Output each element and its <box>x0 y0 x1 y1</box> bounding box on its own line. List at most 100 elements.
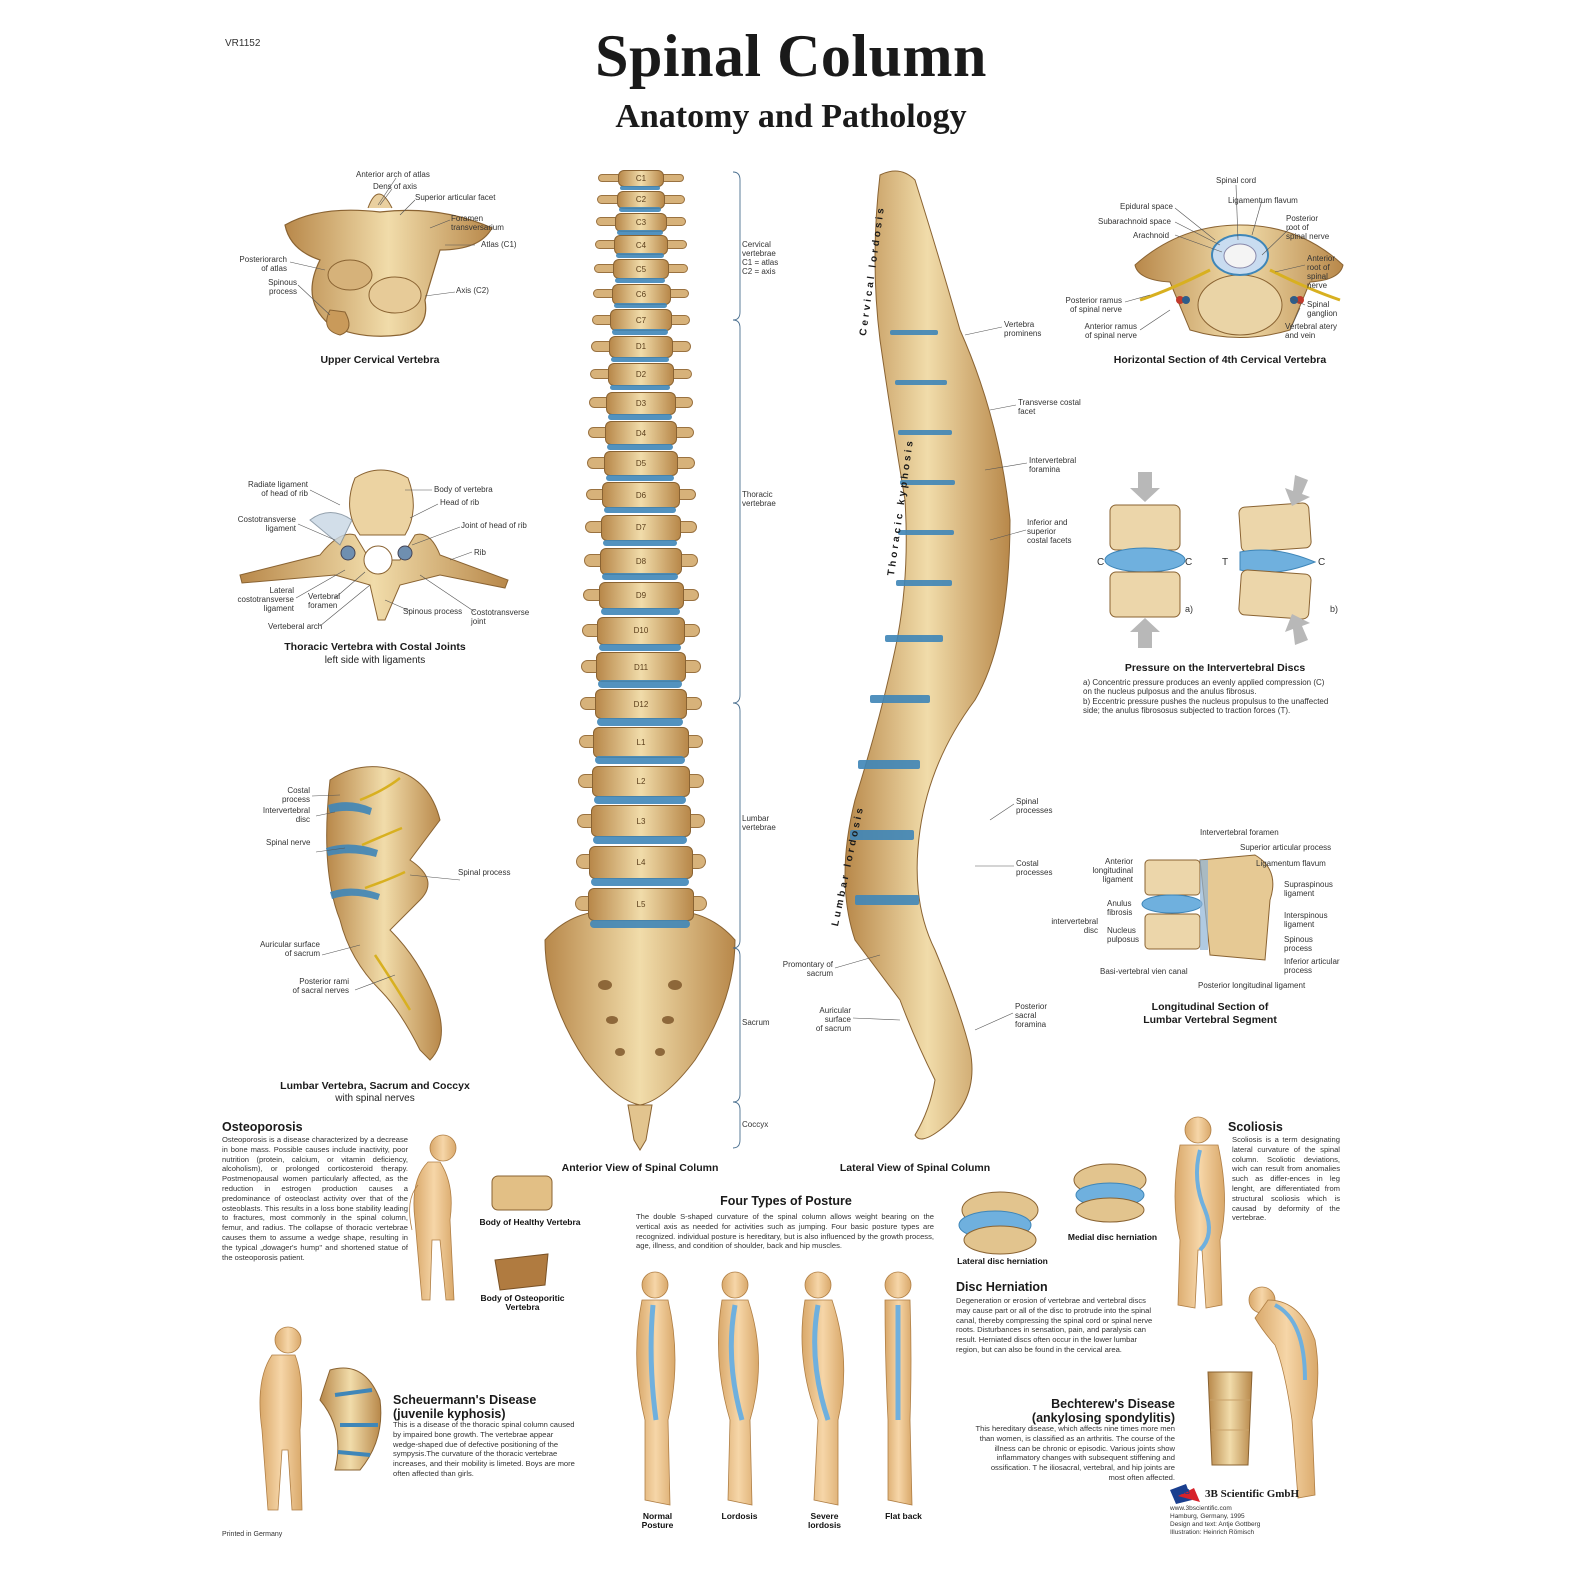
label-auricular-surface: Auricular surface of sacrum <box>259 940 320 958</box>
label-head-of-rib: Head of rib <box>440 498 480 507</box>
intervertebral-disc <box>620 185 660 191</box>
pressure-text-a: a) Concentric pressure produces an evenl… <box>1083 678 1325 696</box>
heading-bechterew: Bechterew's Disease (ankylosing spondyli… <box>1031 1397 1175 1425</box>
caption-lumbar-sacrum: Lumbar Vertebra, Sacrum and Coccyx <box>280 1080 470 1092</box>
scheuermann-figure <box>259 1326 303 1511</box>
label-foramen-transversarium: Foramen transversarium <box>451 214 504 232</box>
page-title: Spinal Column <box>595 23 987 89</box>
label-body-of-vertebra: Body of vertebra <box>434 485 493 494</box>
region-thoracic: Thoracic vertebrae <box>742 490 776 508</box>
vertebra-d2: D2 <box>607 363 675 387</box>
label-costotransverse-joint: Costotransverse joint <box>471 608 530 626</box>
vertebra-d1: D1 <box>608 335 674 359</box>
caption-upper-cervical: Upper Cervical Vertebra <box>320 354 440 366</box>
subcaption-thoracic-vertebra: left side with ligaments <box>324 655 426 666</box>
intervertebral-disc <box>595 756 685 765</box>
vertebra-c4: C4 <box>614 235 668 255</box>
caption-medial-disc-herniation: Medial disc herniation <box>1067 1232 1158 1242</box>
intervertebral-disc <box>612 329 668 335</box>
heading-scoliosis: Scoliosis <box>1228 1120 1283 1134</box>
text-posture: The double S-shaped curvature of the spi… <box>636 1212 934 1251</box>
caption-anterior-view: Anterior View of Spinal Column <box>561 1162 719 1174</box>
label-spinous-process-c: Spinous process <box>268 278 297 296</box>
text-scheuermann: This is a disease of the thoracic spinal… <box>393 1420 575 1478</box>
posture-normal: Normal Posture <box>641 1511 674 1530</box>
intervertebral-disc <box>601 573 679 581</box>
label-posterior-root: Posterior root of spinal nerve <box>1286 214 1330 241</box>
region-sacrum: Sacrum <box>742 1018 770 1027</box>
posture-lordosis: Lordosis <box>721 1511 758 1521</box>
label-radiate-ligament: Radiate ligament of head of rib <box>247 480 308 498</box>
label-subarachnoid-space: Subarachnoid space <box>1098 217 1171 226</box>
label-joint-head-of-rib: Joint of head of rib <box>461 521 527 530</box>
lateral-spine-illustration <box>844 170 1011 1140</box>
vertebra-l1: L1 <box>593 727 689 758</box>
label-supraspinous-ligament: Supraspinous ligament <box>1284 880 1333 898</box>
label-spinal-nerve: Spinal nerve <box>266 838 311 847</box>
label-anterior-longitudinal-ligament: Anterior longitudinal ligament <box>1092 857 1133 884</box>
medial-disc-herniation-illustration <box>1073 1163 1147 1223</box>
healthy-vertebra-body <box>491 1175 553 1211</box>
logo-mark-text: 3B <box>1181 1489 1190 1496</box>
vertebra-c3: C3 <box>615 212 667 232</box>
pressure-letter-c-3: C <box>1318 557 1326 568</box>
posture-figures <box>636 1271 913 1506</box>
subcaption-lumbar-sacrum: with spinal nerves <box>335 1093 415 1104</box>
region-brackets <box>732 171 741 1149</box>
vertebra-l5: L5 <box>588 887 694 921</box>
vertebra-l2: L2 <box>592 765 690 798</box>
label-transverse-costal-facet: Transverse costal facet <box>1018 398 1081 416</box>
upper-cervical-illustration <box>284 193 493 337</box>
label-spinal-cord: Spinal cord <box>1216 176 1257 185</box>
label-intervertebral-foramina: Intervertebral foramina <box>1029 456 1077 474</box>
intervertebral-disc <box>618 207 662 212</box>
label-lateral-costotransverse-ligament: Lateral costotransverse ligament <box>237 586 294 613</box>
label-spinal-ganglion: Spinal ganglion <box>1307 300 1338 318</box>
intervertebral-disc <box>614 277 666 283</box>
lateral-discs <box>850 330 955 905</box>
label-spinal-processes: Spinal processes <box>1016 797 1053 815</box>
intervertebral-disc <box>613 303 667 309</box>
label-ligamentum-flavum-h: Ligamentum flavum <box>1228 196 1298 205</box>
label-nucleus-pulposus: Nucleus pulposus <box>1107 926 1140 944</box>
vertebra-c2: C2 <box>616 190 666 209</box>
horizontal-leaders <box>1124 184 1306 331</box>
intervertebral-disc <box>605 474 675 482</box>
label-anterior-root: Anterior root of spinal nerve <box>1307 254 1336 290</box>
region-cervical: Cervical vertebrae C1 = atlas C2 = axis <box>742 240 779 276</box>
lumbar-leaders <box>311 794 461 991</box>
anterior-sacrum-illustration <box>544 910 736 1151</box>
3b-logo-mark <box>1170 1484 1200 1504</box>
intervertebral-disc <box>608 413 672 420</box>
flat-back-figure <box>884 1271 913 1506</box>
longitudinal-section-illustration <box>1141 854 1274 961</box>
pressure-letter-b: b) <box>1330 604 1339 614</box>
lumbar-sacrum-illustration <box>326 766 442 1061</box>
label-posterior-ramus: Posterior ramus of spinal nerve <box>1065 296 1122 314</box>
intervertebral-disc <box>609 384 671 391</box>
upper-cervical-leaders <box>289 177 475 316</box>
intervertebral-disc <box>599 643 681 652</box>
region-lumbar: Lumbar vertebrae <box>742 814 776 832</box>
intervertebral-disc <box>607 443 673 450</box>
pressure-letter-c-2: C <box>1185 557 1193 568</box>
intervertebral-disc <box>592 836 688 845</box>
label-anulus-fibrosis: Anulus fibrosis <box>1107 899 1133 917</box>
pressure-letter-c-1: C <box>1097 557 1105 568</box>
intervertebral-disc <box>603 539 677 547</box>
label-intervertebral-disc: Intervertebral disc <box>262 806 310 824</box>
text-disc-herniation: Degeneration or erosion of vertebrae and… <box>956 1296 1153 1354</box>
label-spinal-process-l: Spinal process <box>458 868 511 877</box>
osteoporotic-vertebra-body <box>494 1253 549 1291</box>
label-posterior-rami: Posterior rami of sacral nerves <box>292 977 349 995</box>
label-posterior-sacral-foramina: Posterior sacral foramina <box>1015 1002 1048 1029</box>
label-posterior-longitudinal-ligament: Posterior longitudinal ligament <box>1198 981 1306 990</box>
vertebra-d10: D10 <box>597 616 685 646</box>
label-costal-processes: Costal processes <box>1016 859 1053 877</box>
label-costal-process: Costal process <box>281 786 310 804</box>
label-rib: Rib <box>474 548 487 557</box>
vertebra-d8: D8 <box>599 547 683 575</box>
vertebra-d12: D12 <box>594 689 688 720</box>
scheuermann-spine-segment <box>319 1367 382 1471</box>
